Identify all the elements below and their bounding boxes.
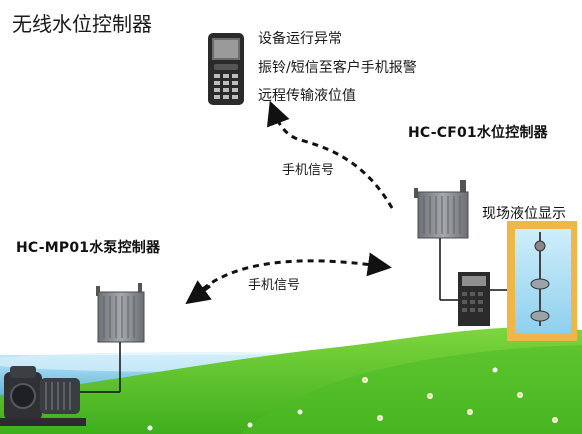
signal-path-upper [266,100,394,209]
mp01-controller-icon [80,283,145,393]
level-display-unit-icon [458,272,512,326]
cf01-controller-icon [414,180,469,301]
grass-hill [0,327,582,434]
cf01-device-label: HC-CF01水位控制器 [408,125,548,141]
page-title: 无线水位控制器 [12,12,152,36]
water-pump-icon [0,366,86,426]
phone-alert-line-2: 振铃/短信至客户手机报警 [258,60,417,76]
signal-arrow-left [185,280,212,305]
flower-centers [363,378,557,422]
phone-alert-line-3: 远程传输液位值 [258,88,356,104]
signal-label-lower: 手机信号 [248,278,301,293]
mobile-phone-icon [208,33,244,105]
level-display-label: 现场液位显示 [482,206,566,222]
phone-alert-line-1: 设备运行异常 [258,31,342,47]
signal-label-upper: 手机信号 [282,163,335,178]
mp01-device-label: HC-MP01水泵控制器 [16,240,161,256]
water-tank [507,221,577,341]
